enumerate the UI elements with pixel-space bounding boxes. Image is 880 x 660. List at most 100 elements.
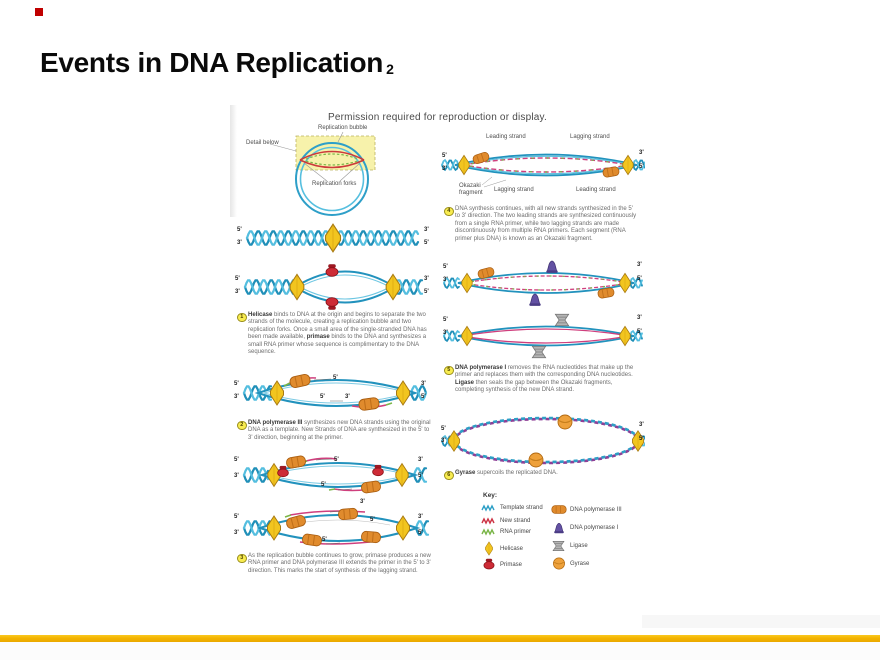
new-strand-icon bbox=[480, 517, 497, 525]
step-paragraph-2: DNA polymerase III synthesizes new DNA s… bbox=[248, 420, 431, 441]
strand-polarity-label: 5' bbox=[321, 482, 326, 488]
replication-bubble-step3a-art bbox=[242, 454, 428, 495]
step-badge-1: 1 bbox=[237, 312, 247, 322]
strand-polarity-label: 3' bbox=[442, 166, 447, 172]
key-row-gyrase: Gyrase bbox=[550, 557, 589, 570]
step-paragraph-4: DNA synthesis continues, with all new st… bbox=[455, 206, 637, 242]
figure-label: Lagging strand bbox=[494, 187, 534, 193]
replication-bubble-step2-art bbox=[242, 372, 428, 412]
strand-polarity-label: 3' bbox=[237, 240, 242, 246]
step-badge-3: 3 bbox=[237, 553, 247, 563]
figure-label: fragment bbox=[459, 190, 483, 196]
strand-polarity-label: 3' bbox=[234, 473, 239, 479]
strand-polarity-label: 3' bbox=[443, 330, 448, 336]
step-badge-5: 5 bbox=[444, 365, 454, 375]
strand-polarity-label: 5' bbox=[441, 426, 446, 432]
figure-caption: Permission required for reproduction or … bbox=[328, 112, 547, 123]
template-strand-icon bbox=[480, 504, 497, 512]
key-label: Helicase bbox=[500, 545, 524, 552]
strand-polarity-label: 3' bbox=[637, 315, 642, 321]
step-paragraph-1: Helicase binds to DNA at the origin and … bbox=[248, 312, 427, 356]
strand-polarity-label: 5' bbox=[637, 276, 642, 282]
page-title-text: Events in DNA Replication bbox=[40, 47, 384, 78]
key-row-dna-polymerase-3: DNA polymerase III bbox=[550, 504, 622, 515]
figure-label: Leading strand bbox=[486, 134, 526, 140]
strand-polarity-label: 3' bbox=[441, 438, 446, 444]
key-title: Key: bbox=[483, 492, 498, 499]
slide-accent-square bbox=[35, 8, 43, 16]
strand-polarity-label: 5' bbox=[442, 153, 447, 159]
key-label: Ligase bbox=[570, 543, 588, 549]
strand-polarity-label: 5' bbox=[637, 329, 642, 335]
strand-polarity-label: 3' bbox=[234, 530, 239, 536]
step-paragraph-3: As the replication bubble continues to g… bbox=[248, 553, 431, 574]
key-row-helicase: Helicase bbox=[480, 541, 523, 556]
page-title-suffix: 2 bbox=[386, 61, 394, 77]
strand-polarity-label: 5' bbox=[334, 457, 339, 463]
rna-primer-icon bbox=[480, 528, 497, 536]
step-badge-4: 4 bbox=[444, 206, 454, 216]
replication-bubble-step3b-art bbox=[242, 507, 430, 548]
key-label: DNA polymerase I bbox=[570, 524, 619, 531]
plasmid-overview-art bbox=[269, 131, 376, 216]
scan-edge-shading bbox=[230, 105, 237, 217]
strand-polarity-label: 3' bbox=[360, 499, 365, 505]
figure-label: Okazaki bbox=[459, 183, 481, 189]
strand-polarity-label: 5' bbox=[639, 436, 644, 442]
strand-polarity-label: 3' bbox=[418, 514, 423, 520]
strand-polarity-label: 3' bbox=[234, 394, 239, 400]
key-row-primase: Primase bbox=[480, 558, 522, 571]
strand-polarity-label: 5' bbox=[443, 264, 448, 270]
figure-label: Replication forks bbox=[312, 181, 357, 187]
strand-polarity-label: 5' bbox=[418, 530, 423, 536]
strand-polarity-label: 5' bbox=[235, 276, 240, 282]
key-label: Gyrase bbox=[570, 560, 590, 567]
helicase-icon bbox=[480, 541, 497, 556]
strand-polarity-label: 5' bbox=[322, 537, 327, 543]
strand-polarity-label: 3' bbox=[424, 276, 429, 282]
key-label: Primase bbox=[500, 561, 523, 568]
strand-polarity-label: 3' bbox=[235, 289, 240, 295]
figure-label: Lagging strand bbox=[570, 134, 610, 140]
figure-label: Replication bubble bbox=[318, 125, 368, 131]
ligase-icon bbox=[550, 540, 567, 552]
key-label: Template strand bbox=[500, 505, 543, 511]
strand-polarity-label: 5' bbox=[443, 317, 448, 323]
strand-polarity-label: 5' bbox=[320, 394, 325, 400]
figure-label: Detail below bbox=[246, 140, 279, 146]
key-row-new-strand: New strand bbox=[480, 517, 530, 525]
step-paragraph-5: DNA polymerase I removes the RNA nucleot… bbox=[455, 365, 634, 394]
dna-polymerase-1-icon bbox=[550, 521, 567, 534]
strand-polarity-label: 5' bbox=[234, 457, 239, 463]
strand-polarity-label: 5' bbox=[418, 473, 423, 479]
strand-polarity-label: 5' bbox=[424, 289, 429, 295]
key-label: New strand bbox=[500, 518, 531, 524]
key-row-dna-polymerase-1: DNA polymerase I bbox=[550, 521, 618, 534]
strand-polarity-label: 3' bbox=[424, 227, 429, 233]
scan-shadow-strip bbox=[642, 615, 880, 628]
helix-bubble-art bbox=[243, 264, 424, 310]
key-row-ligase: Ligase bbox=[550, 540, 588, 552]
strand-polarity-label: 3' bbox=[443, 277, 448, 283]
replicated-dna-step6-art bbox=[441, 414, 645, 468]
step-badge-2: 2 bbox=[237, 420, 247, 430]
replication-bubble-step4-art bbox=[441, 150, 645, 188]
strand-polarity-label: 5' bbox=[370, 517, 375, 523]
gyrase-icon bbox=[550, 557, 567, 570]
strand-polarity-label: 3' bbox=[421, 381, 426, 387]
footer-accent-bar bbox=[0, 635, 880, 642]
replication-bubble-step5b-art bbox=[443, 313, 643, 359]
footer-margin bbox=[0, 642, 880, 660]
strand-polarity-label: 3' bbox=[345, 394, 350, 400]
key-label: DNA polymerase III bbox=[570, 506, 622, 513]
key-label: RNA primer bbox=[500, 529, 532, 535]
primase-icon bbox=[480, 558, 497, 571]
figure-label: Leading strand bbox=[576, 187, 616, 193]
strand-polarity-label: 3' bbox=[637, 262, 642, 268]
strand-polarity-label: 5' bbox=[421, 394, 426, 400]
strand-polarity-label: 3' bbox=[418, 457, 423, 463]
strand-polarity-label: 5' bbox=[237, 227, 242, 233]
strand-polarity-label: 3' bbox=[639, 422, 644, 428]
helix-linear-art bbox=[245, 223, 420, 253]
key-row-template-strand: Template strand bbox=[480, 504, 543, 512]
